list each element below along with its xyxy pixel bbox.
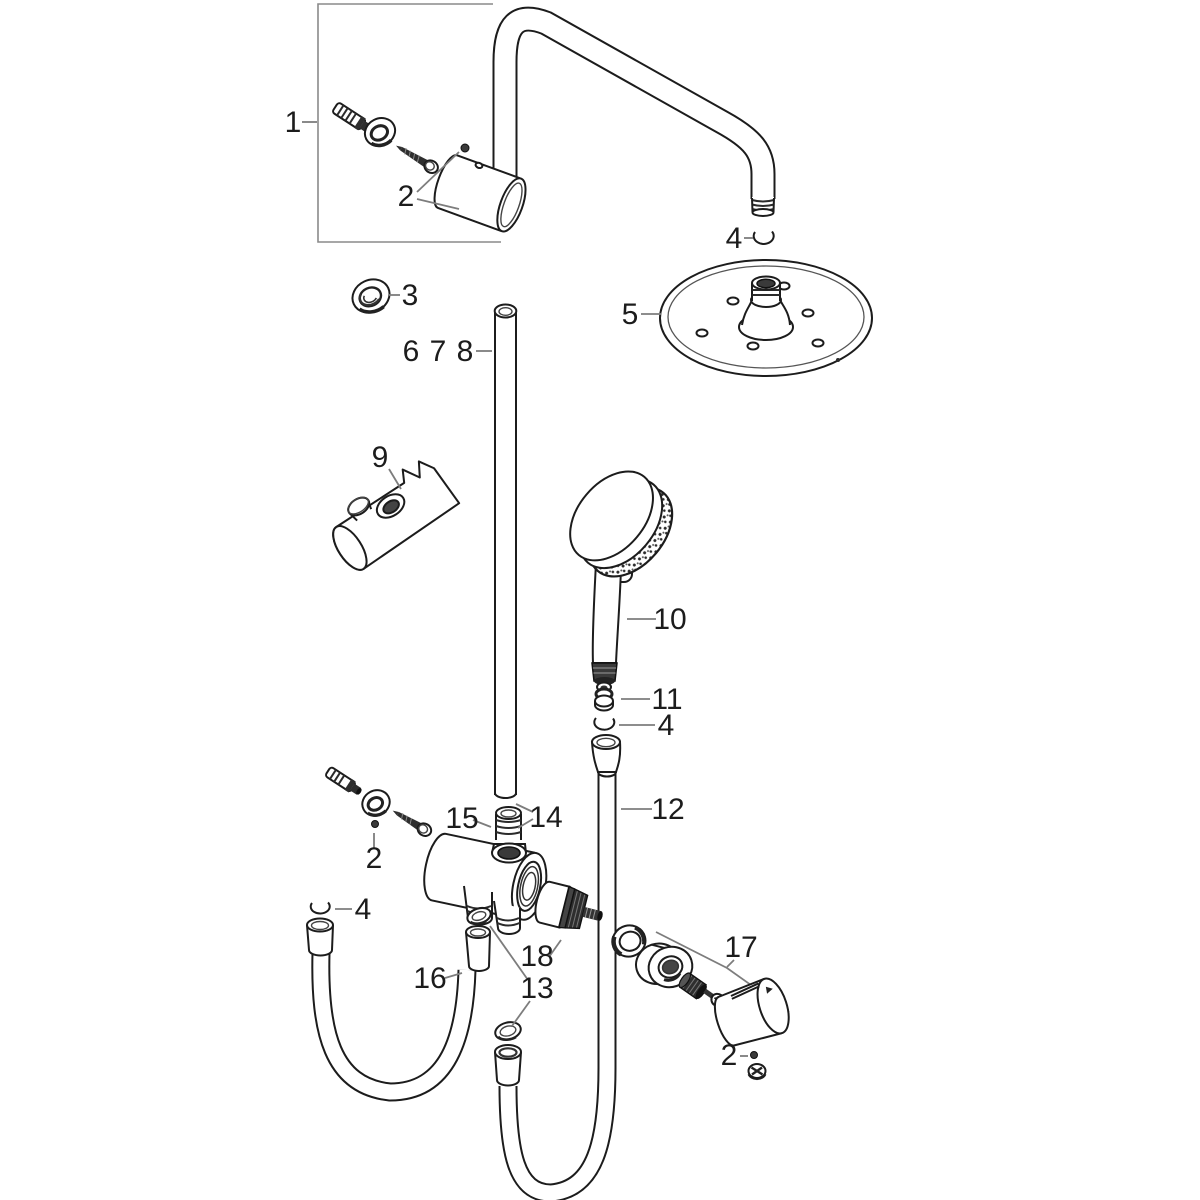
callout-2-handle: 2 xyxy=(721,1039,738,1072)
cartridge xyxy=(534,880,603,930)
callout-1: 1 xyxy=(285,106,302,139)
valve-top-port xyxy=(491,842,527,864)
callouts: 1 2 3 4 5 6 7 8 9 10 11 4 12 15 14 2 4 xyxy=(285,106,758,1072)
filter-insert xyxy=(594,681,614,712)
spray-plate-screws xyxy=(695,281,840,362)
callout-14: 14 xyxy=(529,801,562,834)
o-ring-handshower xyxy=(593,717,616,731)
hose-cone-nut xyxy=(590,734,622,778)
handle-assembly xyxy=(635,931,790,1081)
callout-17: 17 xyxy=(724,931,757,964)
hand-shower-head xyxy=(569,470,674,578)
slide-nut xyxy=(351,278,391,314)
slider-bracket xyxy=(332,460,461,571)
mounting-kit-box xyxy=(317,3,501,243)
arm-thread-tip xyxy=(751,197,775,217)
escutcheon-top xyxy=(363,117,397,148)
set-screw-bottom xyxy=(371,820,379,828)
callout-2-bottom: 2 xyxy=(366,842,383,875)
wall-bracket xyxy=(433,154,527,233)
handle-escutcheon xyxy=(635,942,694,989)
gasket-lower xyxy=(494,1021,522,1041)
callout-11: 11 xyxy=(651,683,682,716)
riser-pipe xyxy=(493,303,518,799)
hose12-nut-lower xyxy=(494,1044,522,1087)
callout-13: 13 xyxy=(520,972,553,1005)
callout-10: 10 xyxy=(653,603,686,636)
wall-plug-bottom xyxy=(325,766,362,795)
valve-bottom-port-right xyxy=(493,900,521,935)
connection-nipple xyxy=(495,806,522,840)
handle-set-screw xyxy=(750,1051,758,1059)
supply-hose xyxy=(311,952,477,1102)
hose16-nut-right xyxy=(465,925,491,972)
valve-body xyxy=(423,832,548,921)
escutcheon-bottom xyxy=(361,789,391,817)
hand-shower xyxy=(569,470,674,685)
o-ring-hose xyxy=(309,901,331,915)
callout-6: 6 xyxy=(403,335,420,368)
slider-knob xyxy=(347,496,373,522)
callout-12: 12 xyxy=(651,793,684,826)
handle-adapter xyxy=(678,972,708,1000)
mounting-screw-top xyxy=(395,145,439,174)
callout-9: 9 xyxy=(372,441,389,474)
callout-16: 16 xyxy=(413,962,446,995)
callout-2-top: 2 xyxy=(398,180,415,213)
o-ring-arm xyxy=(752,230,775,245)
shower-arm-pipe xyxy=(492,6,776,217)
wall-plug-top xyxy=(332,102,373,134)
handle-grub-screw xyxy=(747,1063,767,1081)
callout-4-handshower: 4 xyxy=(658,709,675,742)
handle-knob xyxy=(713,977,790,1047)
hose16-nut-left xyxy=(306,917,334,957)
center-connector xyxy=(738,275,794,341)
callout-4-hose: 4 xyxy=(355,893,372,926)
mounting-screw-bottom xyxy=(392,810,433,837)
callout-3: 3 xyxy=(402,279,419,312)
callout-8: 8 xyxy=(457,335,474,368)
callout-4-arm: 4 xyxy=(726,222,743,255)
callout-18: 18 xyxy=(520,940,553,973)
shower-hose xyxy=(498,774,617,1200)
callout-7: 7 xyxy=(430,335,447,368)
callout-15: 15 xyxy=(445,802,478,835)
gasket-upper xyxy=(466,906,492,926)
overhead-shower xyxy=(659,259,873,377)
callout-5: 5 xyxy=(622,298,639,331)
cartridge-nut xyxy=(611,924,647,958)
